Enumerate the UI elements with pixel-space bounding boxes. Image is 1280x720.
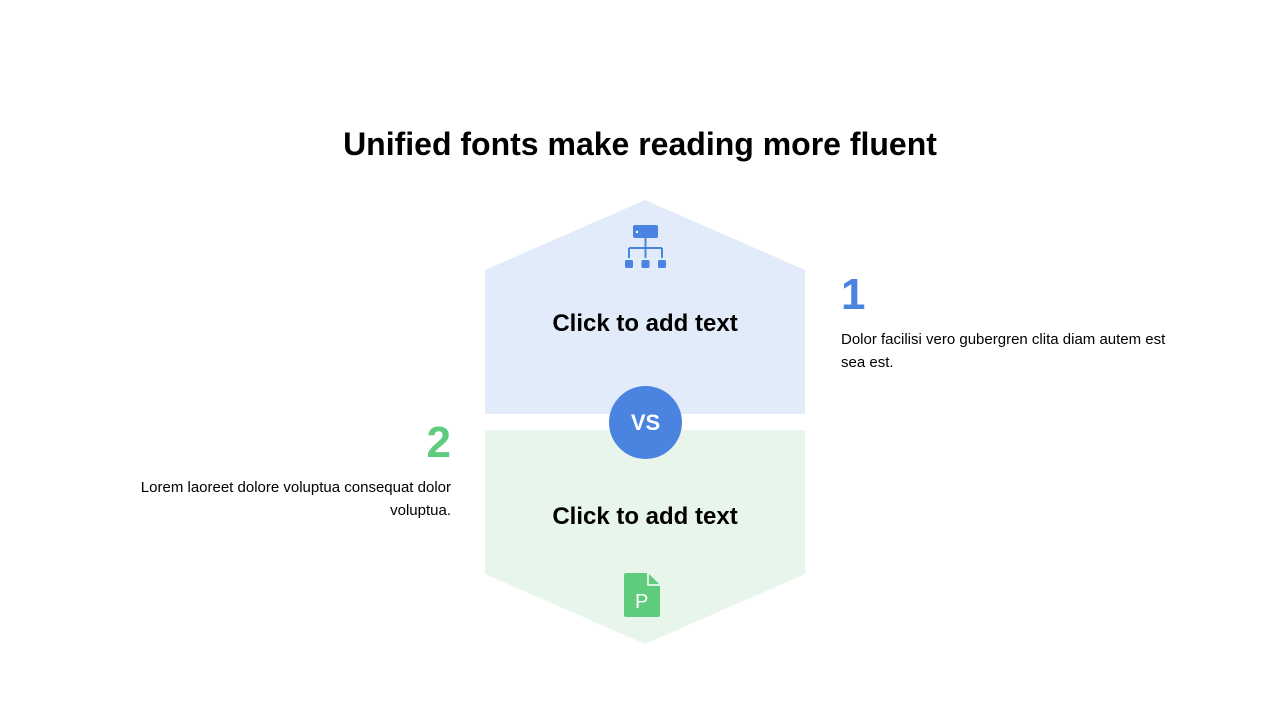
point-1-text[interactable]: Dolor facilisi vero gubergren clita diam… — [841, 331, 1166, 371]
slide-title: Unified fonts make reading more fluent — [343, 126, 937, 162]
bottom-panel-label[interactable]: Click to add text — [552, 503, 738, 530]
bottom-panel-shape[interactable] — [485, 430, 805, 644]
point-2-text[interactable]: Lorem laoreet dolore voluptua consequat … — [140, 479, 451, 519]
point-1-number: 1 — [841, 270, 866, 319]
network-icon — [625, 225, 666, 268]
top-panel-shape[interactable] — [485, 200, 805, 414]
top-panel-label[interactable]: Click to add text — [552, 310, 738, 337]
point-2: 2 Lorem laoreet dolore voluptua consequa… — [110, 418, 451, 522]
svg-text:P: P — [635, 591, 648, 613]
point-2-number: 2 — [426, 418, 451, 467]
document-icon: P — [624, 573, 660, 617]
vs-badge: VS — [609, 386, 682, 459]
point-1: 1 Dolor facilisi vero gubergren clita di… — [841, 270, 1171, 374]
